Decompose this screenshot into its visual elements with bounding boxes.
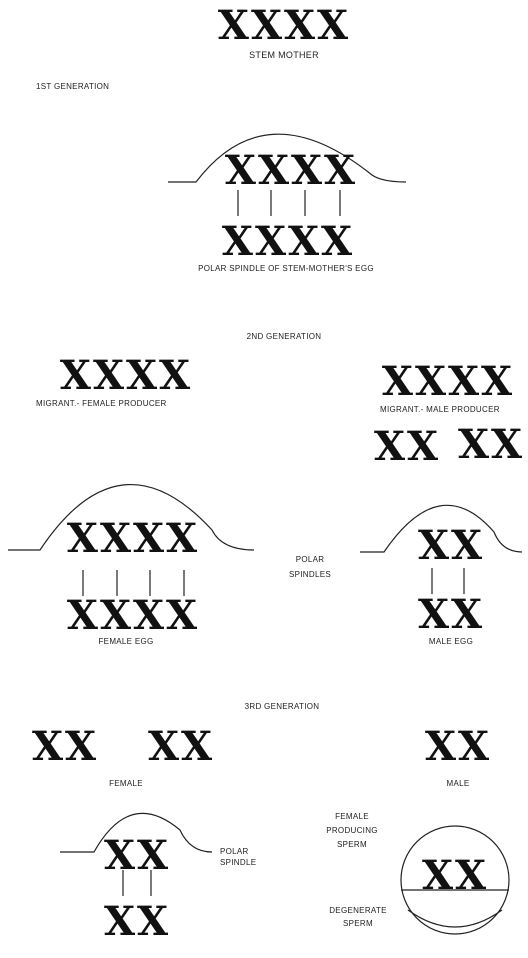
stem-mother-chromosomes: XXXX bbox=[218, 2, 350, 49]
polar-spindles-label-1: POLAR bbox=[296, 555, 325, 564]
male-egg-chromosomes: XX bbox=[418, 522, 484, 569]
female-producer-label: MIGRANT.- FEMALE PRODUCER bbox=[36, 399, 167, 408]
female-egg-label: FEMALE EGG bbox=[98, 637, 153, 646]
stem-mother-label: STEM MOTHER bbox=[249, 50, 319, 60]
sperm-label-1: FEMALE bbox=[335, 812, 369, 821]
male-egg-label: MALE EGG bbox=[429, 637, 473, 646]
gen1-egg-chromosomes: XXXX bbox=[225, 147, 357, 194]
degenerate-sperm-label-2: SPERM bbox=[343, 919, 373, 928]
male-label: MALE bbox=[447, 779, 470, 788]
gen3-egg-chromosomes: XX bbox=[104, 832, 170, 879]
female-egg-polar-chromosomes: XXXX bbox=[67, 592, 199, 639]
male-producer-pair-2: XX bbox=[458, 421, 524, 468]
male-egg-polar-chromosomes: XX bbox=[418, 591, 484, 638]
male-producer-chromosomes: XXXX bbox=[382, 358, 514, 405]
male-producer-pair-1: XX bbox=[374, 423, 440, 470]
polar-spindles-label-2: SPINDLES bbox=[289, 570, 331, 579]
gen3-heading: 3RD GENERATION bbox=[245, 702, 320, 711]
male-producer-label: MIGRANT.- MALE PRODUCER bbox=[380, 405, 500, 414]
gen3-egg-polar-chromosomes: XX bbox=[104, 898, 170, 945]
female-pair-2: XX bbox=[148, 723, 214, 770]
gen1-caption: POLAR SPINDLE OF STEM-MOTHER'S EGG bbox=[198, 264, 374, 273]
sperm-label-2: PRODUCING bbox=[326, 826, 378, 835]
female-pair-1: XX bbox=[32, 723, 98, 770]
gen2-heading: 2ND GENERATION bbox=[247, 332, 322, 341]
gen3-polar-label-2: SPINDLE bbox=[220, 858, 256, 867]
male-chromosomes: XX bbox=[425, 723, 491, 770]
female-label: FEMALE bbox=[109, 779, 143, 788]
sperm-chromosomes: XX bbox=[422, 852, 488, 899]
gen1-heading: 1ST GENERATION bbox=[36, 82, 109, 91]
female-producer-chromosomes: XXXX bbox=[60, 352, 192, 399]
degenerate-sperm-label-1: DEGENERATE bbox=[329, 906, 387, 915]
degenerate-sperm-lobe bbox=[408, 910, 502, 927]
female-egg-chromosomes: XXXX bbox=[67, 515, 199, 562]
gen1-polar-chromosomes: XXXX bbox=[222, 218, 354, 265]
gen3-polar-label-1: POLAR bbox=[220, 847, 249, 856]
sperm-label-3: SPERM bbox=[337, 840, 367, 849]
